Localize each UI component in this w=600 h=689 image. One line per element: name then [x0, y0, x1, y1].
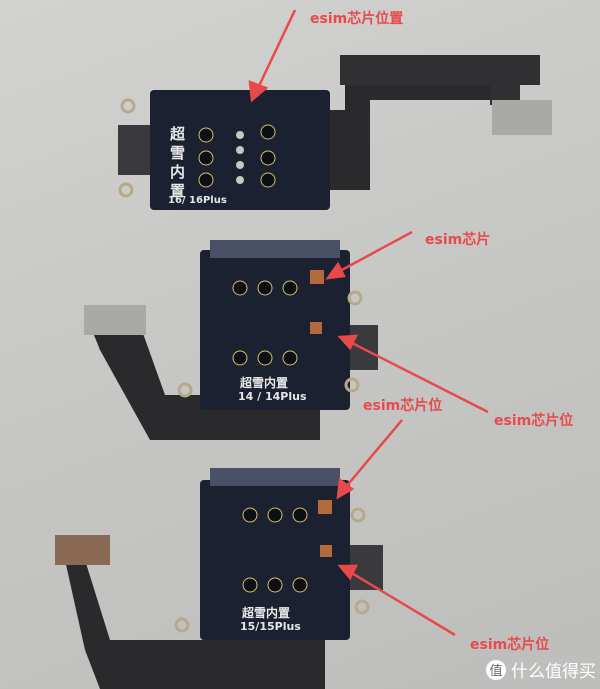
- board-15-model: 15/15Plus: [240, 620, 301, 633]
- board-16-model: 16/ 16Plus: [168, 195, 227, 206]
- annotation-esim-chip: esim芯片: [425, 232, 491, 248]
- watermark-text: 什么值得买: [511, 662, 596, 682]
- watermark: 值 什么值得买: [486, 657, 596, 682]
- board-14-flex: [84, 305, 378, 440]
- watermark-logo-icon: 值: [486, 659, 506, 680]
- board-16-brand: 超雪内置: [170, 125, 186, 200]
- board-15-flex: [55, 535, 383, 689]
- annotation-esim-position-top: esim芯片位置: [310, 11, 404, 27]
- annotation-arrows: [248, 9, 489, 637]
- board-14-brand: 超雪内置: [240, 376, 289, 390]
- board-15-brand: 超雪内置: [242, 606, 291, 620]
- annotation-esim-position-bottom: esim芯片位: [470, 637, 550, 653]
- annotation-esim-position-middle-right: esim芯片位: [494, 413, 574, 429]
- board-14-model: 14 / 14Plus: [238, 390, 307, 403]
- board-15: [200, 480, 350, 640]
- annotation-esim-position-middle-left: esim芯片位: [363, 398, 443, 414]
